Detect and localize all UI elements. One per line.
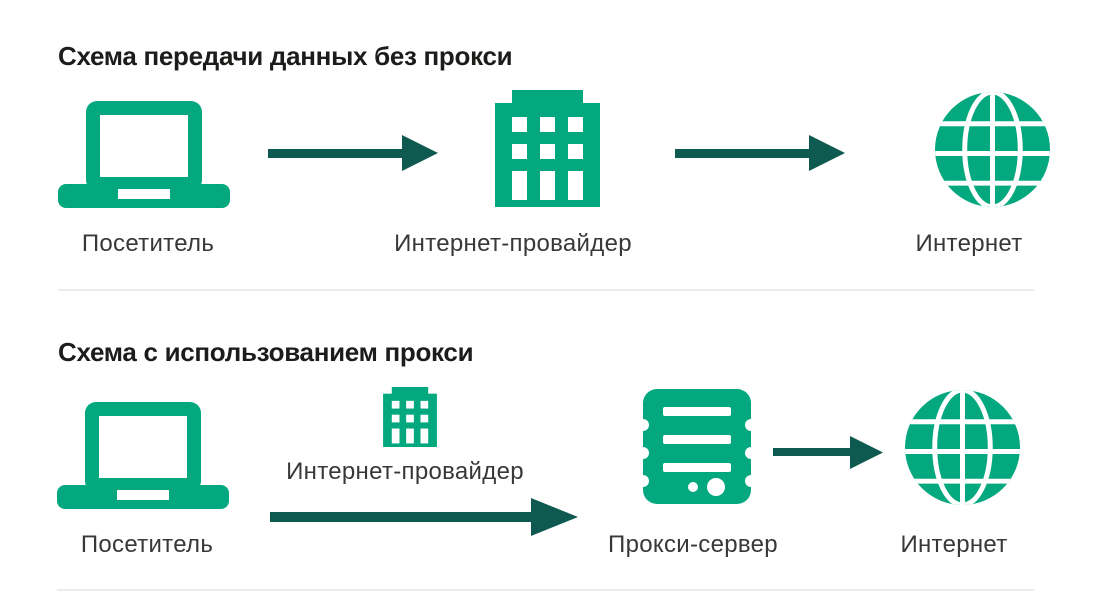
globe-icon [905,390,1020,505]
node-label-visitor: Посетитель [81,230,215,257]
globe-icon [935,92,1050,207]
section-divider [58,289,1034,291]
node-label-internet: Интернет [915,230,1023,257]
laptop-icon [58,101,230,208]
arrow-right-icon [773,436,883,469]
arrow-right-icon [270,498,578,536]
node-label-proxy-server: Прокси-сервер [608,531,778,558]
section-divider [57,589,1034,591]
building-icon [495,90,600,207]
node-label-provider: Интернет-провайдер [286,458,524,485]
arrow-right-icon [268,135,438,171]
section-title-no-proxy: Схема передачи данных без прокси [58,41,513,72]
node-label-visitor: Посетитель [80,531,214,558]
laptop-icon [57,402,229,509]
node-label-provider: Интернет-провайдер [394,230,632,257]
node-label-internet: Интернет [900,531,1008,558]
server-icon [643,389,751,504]
building-icon [383,387,437,447]
section-title-with-proxy: Схема с использованием прокси [58,337,474,368]
arrow-right-icon [675,135,845,171]
